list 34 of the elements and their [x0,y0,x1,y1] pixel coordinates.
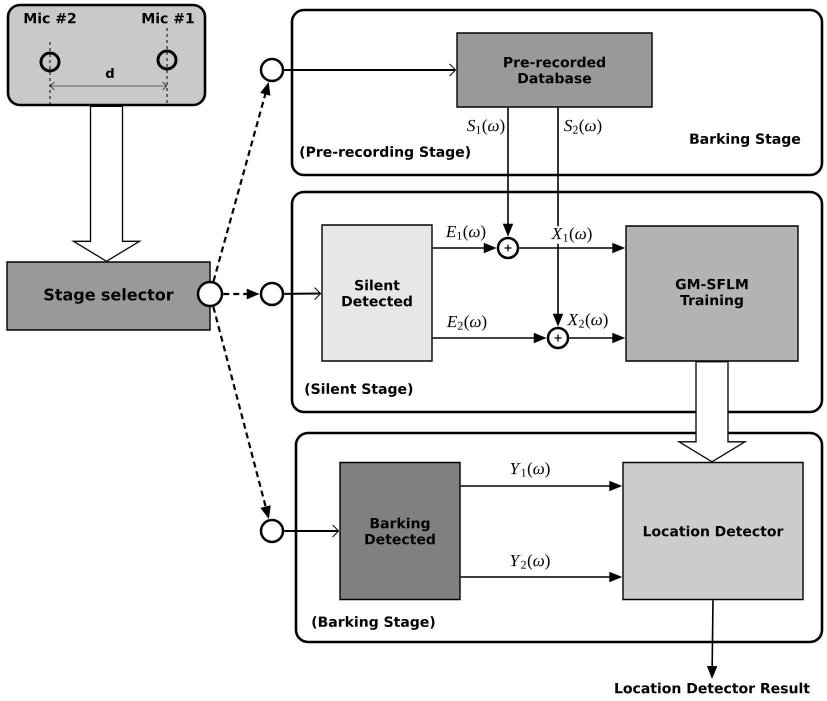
process-box: GM-SFLM Training [625,225,799,362]
edge-label: Y$_{1}$(ω) [508,461,552,479]
stage-label: (Silent Stage) [305,383,412,397]
stage-label: (Barking Stage) [312,616,435,630]
process-box: Barking Detected [339,462,461,600]
microphone-panel [6,4,206,106]
arrow [284,524,340,538]
block-arrow [676,361,748,463]
process-box: Pre-recorded Database [456,32,653,108]
edge-label: Y$_{2}$(ω) [508,553,552,571]
junction-circle [260,518,284,544]
edge-label: E$_{1}$(ω) [444,224,488,242]
process-box: Stage selector [6,261,211,331]
stage-label: (Pre-recording Stage) [300,146,470,160]
edge-label: S$_{1}$(ω) [466,118,506,136]
microphone-label: Mic #2 [24,12,76,24]
summing-junction: + [546,326,570,350]
result-label: Location Detector Result [615,682,810,694]
edge-label: X$_{2}$(ω) [566,312,610,330]
microphone-label: Mic #1 [142,12,194,24]
junction-circle [196,280,224,308]
arrow [284,64,456,76]
edge-label: E$_{2}$(ω) [446,314,488,332]
arrow [284,287,322,300]
process-box: Location Detector [622,462,804,600]
dimension-label: d [106,68,114,78]
edge-label: X$_{1}$(ω) [550,226,594,244]
summing-junction: + [496,236,520,260]
edge-label: S$_{2}$(ω) [562,118,604,136]
junction-circle [260,282,284,306]
junction-circle [260,58,284,82]
process-box: Silent Detected [321,224,433,362]
stage-label: Barking Stage [690,133,800,147]
block-arrow [71,106,142,262]
